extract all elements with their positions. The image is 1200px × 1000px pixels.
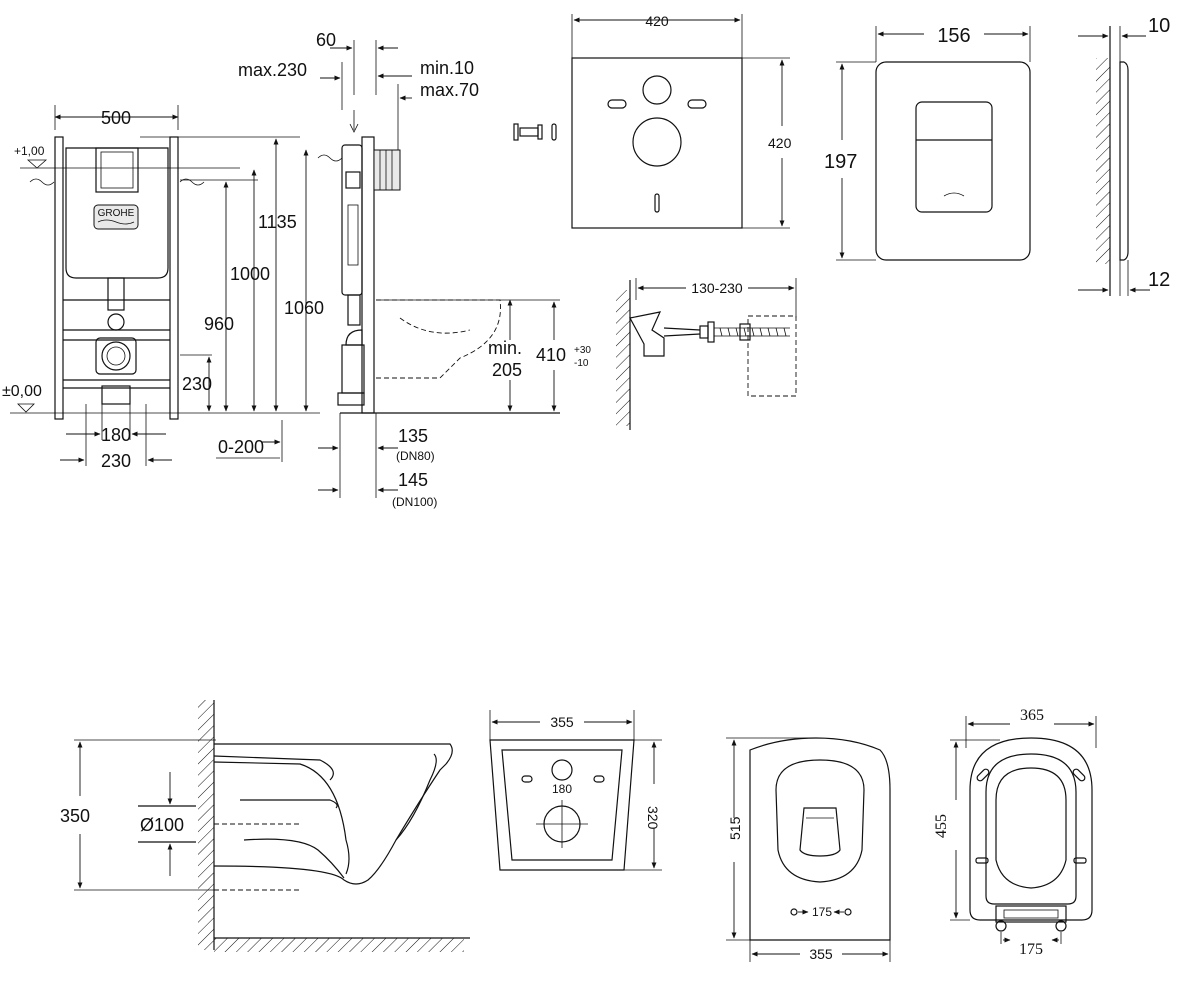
top-width: 355 (809, 946, 833, 962)
frame-front-view: 500 GROHE +1,00 ±0,00 (2, 105, 324, 471)
dim-230-height: 230 (182, 374, 212, 394)
plate-depth-bottom: 12 (1148, 269, 1170, 291)
flush-plate: 156 197 10 12 (824, 15, 1170, 296)
dim-dn100: (DN100) (392, 495, 437, 509)
plate-height: 197 (824, 151, 857, 173)
dim-max230: max.230 (238, 60, 307, 80)
dim-180-frame: 180 (101, 425, 131, 445)
dim-230-width: 230 (101, 451, 131, 471)
dim-min-label: min. (488, 338, 522, 358)
seat-length: 455 (933, 814, 950, 838)
seat-hinge-spacing: 175 (1019, 941, 1043, 958)
grohe-logo: GROHE (98, 208, 135, 219)
dim-410: 410 (536, 345, 566, 365)
bolt-range: 130-230 (691, 280, 743, 296)
level-zero: ±0,00 (2, 383, 42, 400)
plate-depth-top: 10 (1148, 15, 1170, 37)
bolt-detail: 130-230 (616, 278, 797, 430)
seat-width: 365 (1020, 707, 1044, 724)
mat-width: 420 (645, 13, 669, 29)
top-length: 515 (727, 816, 743, 840)
dim-1135: 1135 (258, 212, 297, 232)
dim-1000: 1000 (230, 264, 270, 284)
toilet-top-view: 175 515 355 (726, 737, 891, 962)
dim-410-tol-minus: -10 (574, 358, 589, 369)
toilet-side-view: 350 Ø100 (60, 700, 470, 952)
dim-60: 60 (316, 30, 336, 50)
dim-145: 145 (398, 470, 428, 490)
toilet-pipe-diameter: Ø100 (140, 815, 184, 835)
dim-1060: 1060 (284, 298, 324, 318)
toilet-side-height: 350 (60, 806, 90, 826)
top-bolt-spacing: 175 (812, 905, 832, 919)
level-top: +1,00 (14, 144, 45, 158)
back-width: 355 (550, 714, 574, 730)
dim-min10: min.10 (420, 58, 474, 78)
plate-width: 156 (937, 25, 970, 47)
dim-0-200: 0-200 (218, 437, 264, 457)
sound-mat: 420 420 (513, 13, 792, 229)
dim-500: 500 (101, 108, 131, 128)
dim-dn80: (DN80) (396, 449, 435, 463)
seat-view: 365 455 175 (933, 707, 1097, 958)
dim-410-tol-plus: +30 (574, 345, 591, 356)
dim-205: 205 (492, 360, 522, 380)
mat-height: 420 (768, 135, 792, 151)
dim-max70: max.70 (420, 80, 479, 100)
back-height: 320 (645, 806, 661, 830)
back-bolt-spacing: 180 (552, 782, 572, 796)
dim-960: 960 (204, 314, 234, 334)
frame-side-view: 60 max.230 min.10 max.70 (216, 30, 591, 509)
dim-135: 135 (398, 426, 428, 446)
toilet-back-view: 355 180 320 (489, 710, 662, 871)
